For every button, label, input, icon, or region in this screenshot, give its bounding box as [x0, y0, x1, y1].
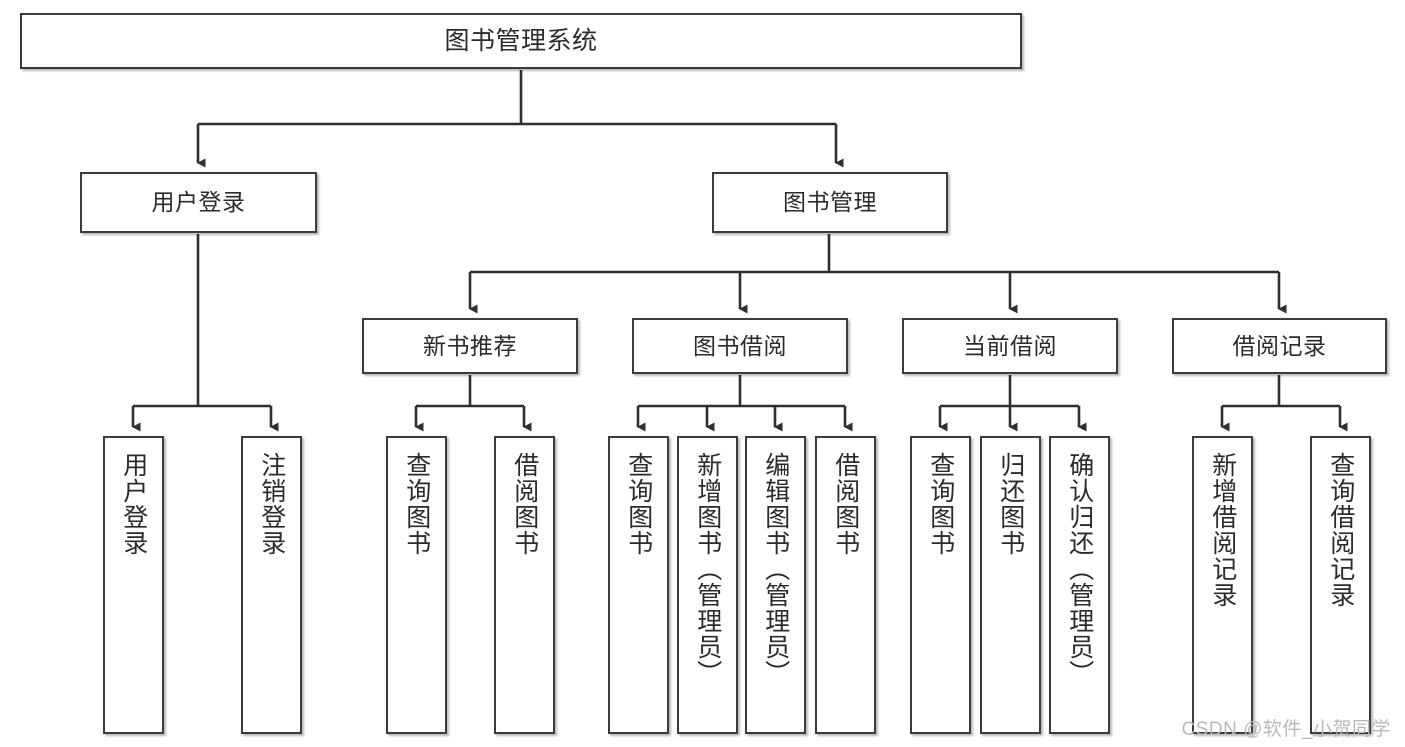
node-label: 查询图书 — [402, 452, 431, 556]
node-label: 新增图书（管理员） — [693, 452, 722, 686]
node-label: 当前借阅 — [963, 332, 1057, 359]
node-label: 图书管理系统 — [444, 26, 598, 55]
node-label: 查询借阅记录 — [1326, 452, 1355, 608]
leaf-borrow-query-book[interactable]: 查询图书 — [608, 436, 669, 734]
leaf-borrow-add-book-admin[interactable]: 新增图书（管理员） — [677, 436, 738, 734]
leaf-current-query-book[interactable]: 查询图书 — [910, 436, 971, 734]
leaf-new-book-borrow[interactable]: 借阅图书 — [494, 436, 555, 734]
node-borrow-record[interactable]: 借阅记录 — [1172, 318, 1387, 374]
node-label: 用户登录 — [119, 452, 148, 556]
leaf-record-add-record[interactable]: 新增借阅记录 — [1192, 436, 1253, 734]
leaf-user-login-logout[interactable]: 注销登录 — [241, 436, 302, 734]
leaf-new-book-query[interactable]: 查询图书 — [386, 436, 447, 734]
leaf-record-query-record[interactable]: 查询借阅记录 — [1310, 436, 1371, 734]
node-label: 图书管理 — [783, 189, 877, 216]
node-user-login[interactable]: 用户登录 — [80, 172, 317, 233]
node-label: 编辑图书（管理员） — [761, 452, 790, 686]
node-new-book-recommend[interactable]: 新书推荐 — [362, 318, 578, 374]
leaf-borrow-edit-book-admin[interactable]: 编辑图书（管理员） — [745, 436, 806, 734]
node-label: 查询图书 — [624, 452, 653, 556]
csdn-watermark: CSDN @软件_小贺同学 — [1181, 719, 1391, 740]
node-label: 新书推荐 — [423, 332, 517, 359]
node-label: 借阅记录 — [1232, 332, 1327, 359]
node-label: 查询图书 — [926, 452, 955, 556]
node-book-borrow[interactable]: 图书借阅 — [632, 318, 848, 374]
node-label: 用户登录 — [151, 189, 246, 216]
node-label: 借阅图书 — [831, 452, 860, 556]
node-label: 图书借阅 — [693, 332, 787, 359]
node-label: 注销登录 — [257, 452, 286, 556]
leaf-user-login-login[interactable]: 用户登录 — [103, 436, 164, 734]
node-root-book-management-system[interactable]: 图书管理系统 — [20, 13, 1022, 69]
leaf-current-confirm-return-admin[interactable]: 确认归还（管理员） — [1049, 436, 1110, 734]
node-label: 归还图书 — [996, 452, 1025, 556]
leaf-borrow-borrow-book[interactable]: 借阅图书 — [815, 436, 876, 734]
node-label: 新增借阅记录 — [1208, 452, 1237, 608]
node-label: 确认归还（管理员） — [1065, 452, 1094, 686]
leaf-current-return-book[interactable]: 归还图书 — [980, 436, 1041, 734]
node-current-borrow[interactable]: 当前借阅 — [902, 318, 1118, 374]
node-book-management[interactable]: 图书管理 — [712, 172, 948, 233]
node-label: 借阅图书 — [510, 452, 539, 556]
